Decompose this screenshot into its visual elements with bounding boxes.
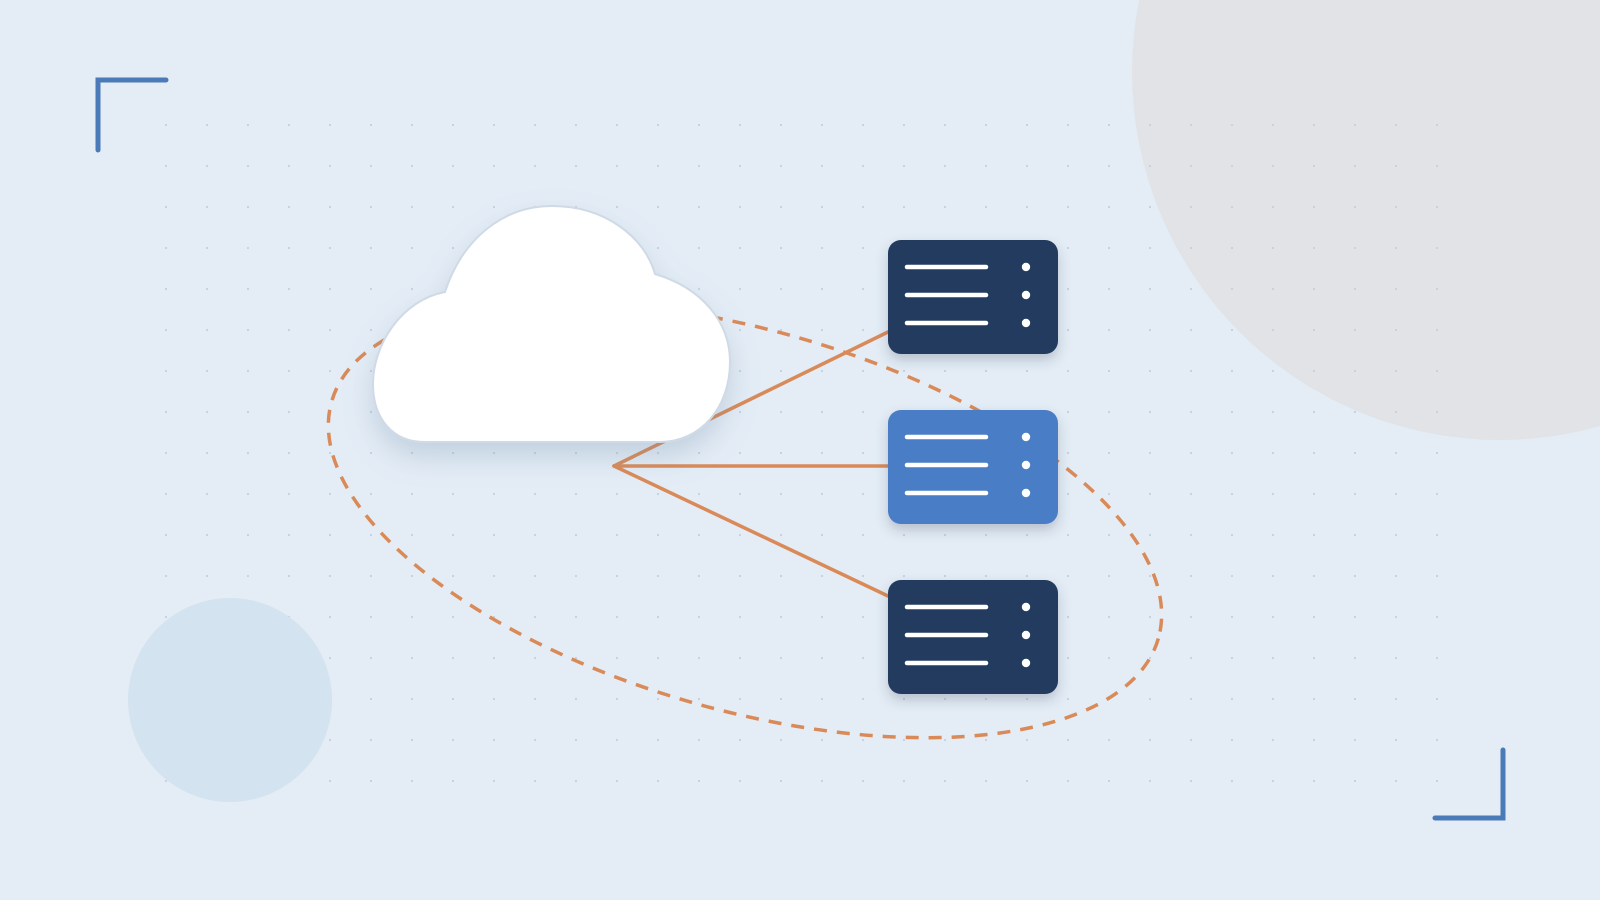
cloud-icon — [371, 204, 732, 443]
server-icon-1 — [888, 240, 1058, 354]
server-status-dot — [1021, 318, 1031, 328]
server-status-dot — [1021, 432, 1031, 442]
corner-bracket-top-left — [95, 77, 169, 153]
server-status-dot — [1021, 488, 1031, 498]
server-status-dot — [1021, 262, 1031, 272]
server-status-dot — [1021, 460, 1031, 470]
dashed-group-ellipse — [326, 300, 1164, 740]
server-status-dot — [1021, 602, 1031, 612]
server-stack — [888, 240, 1058, 694]
server-status-dot — [1021, 290, 1031, 300]
connector-line-3 — [612, 464, 890, 598]
dot-grid — [165, 124, 1445, 804]
corner-bracket-bottom-right — [1432, 747, 1506, 821]
server-status-dot — [1021, 658, 1031, 668]
connector-lines — [612, 330, 890, 598]
server-status-dot — [1021, 630, 1031, 640]
server-icon-2 — [888, 410, 1058, 524]
server-icon-3 — [888, 580, 1058, 694]
decorative-small-circle — [128, 598, 332, 802]
connector-line-1 — [612, 330, 890, 468]
